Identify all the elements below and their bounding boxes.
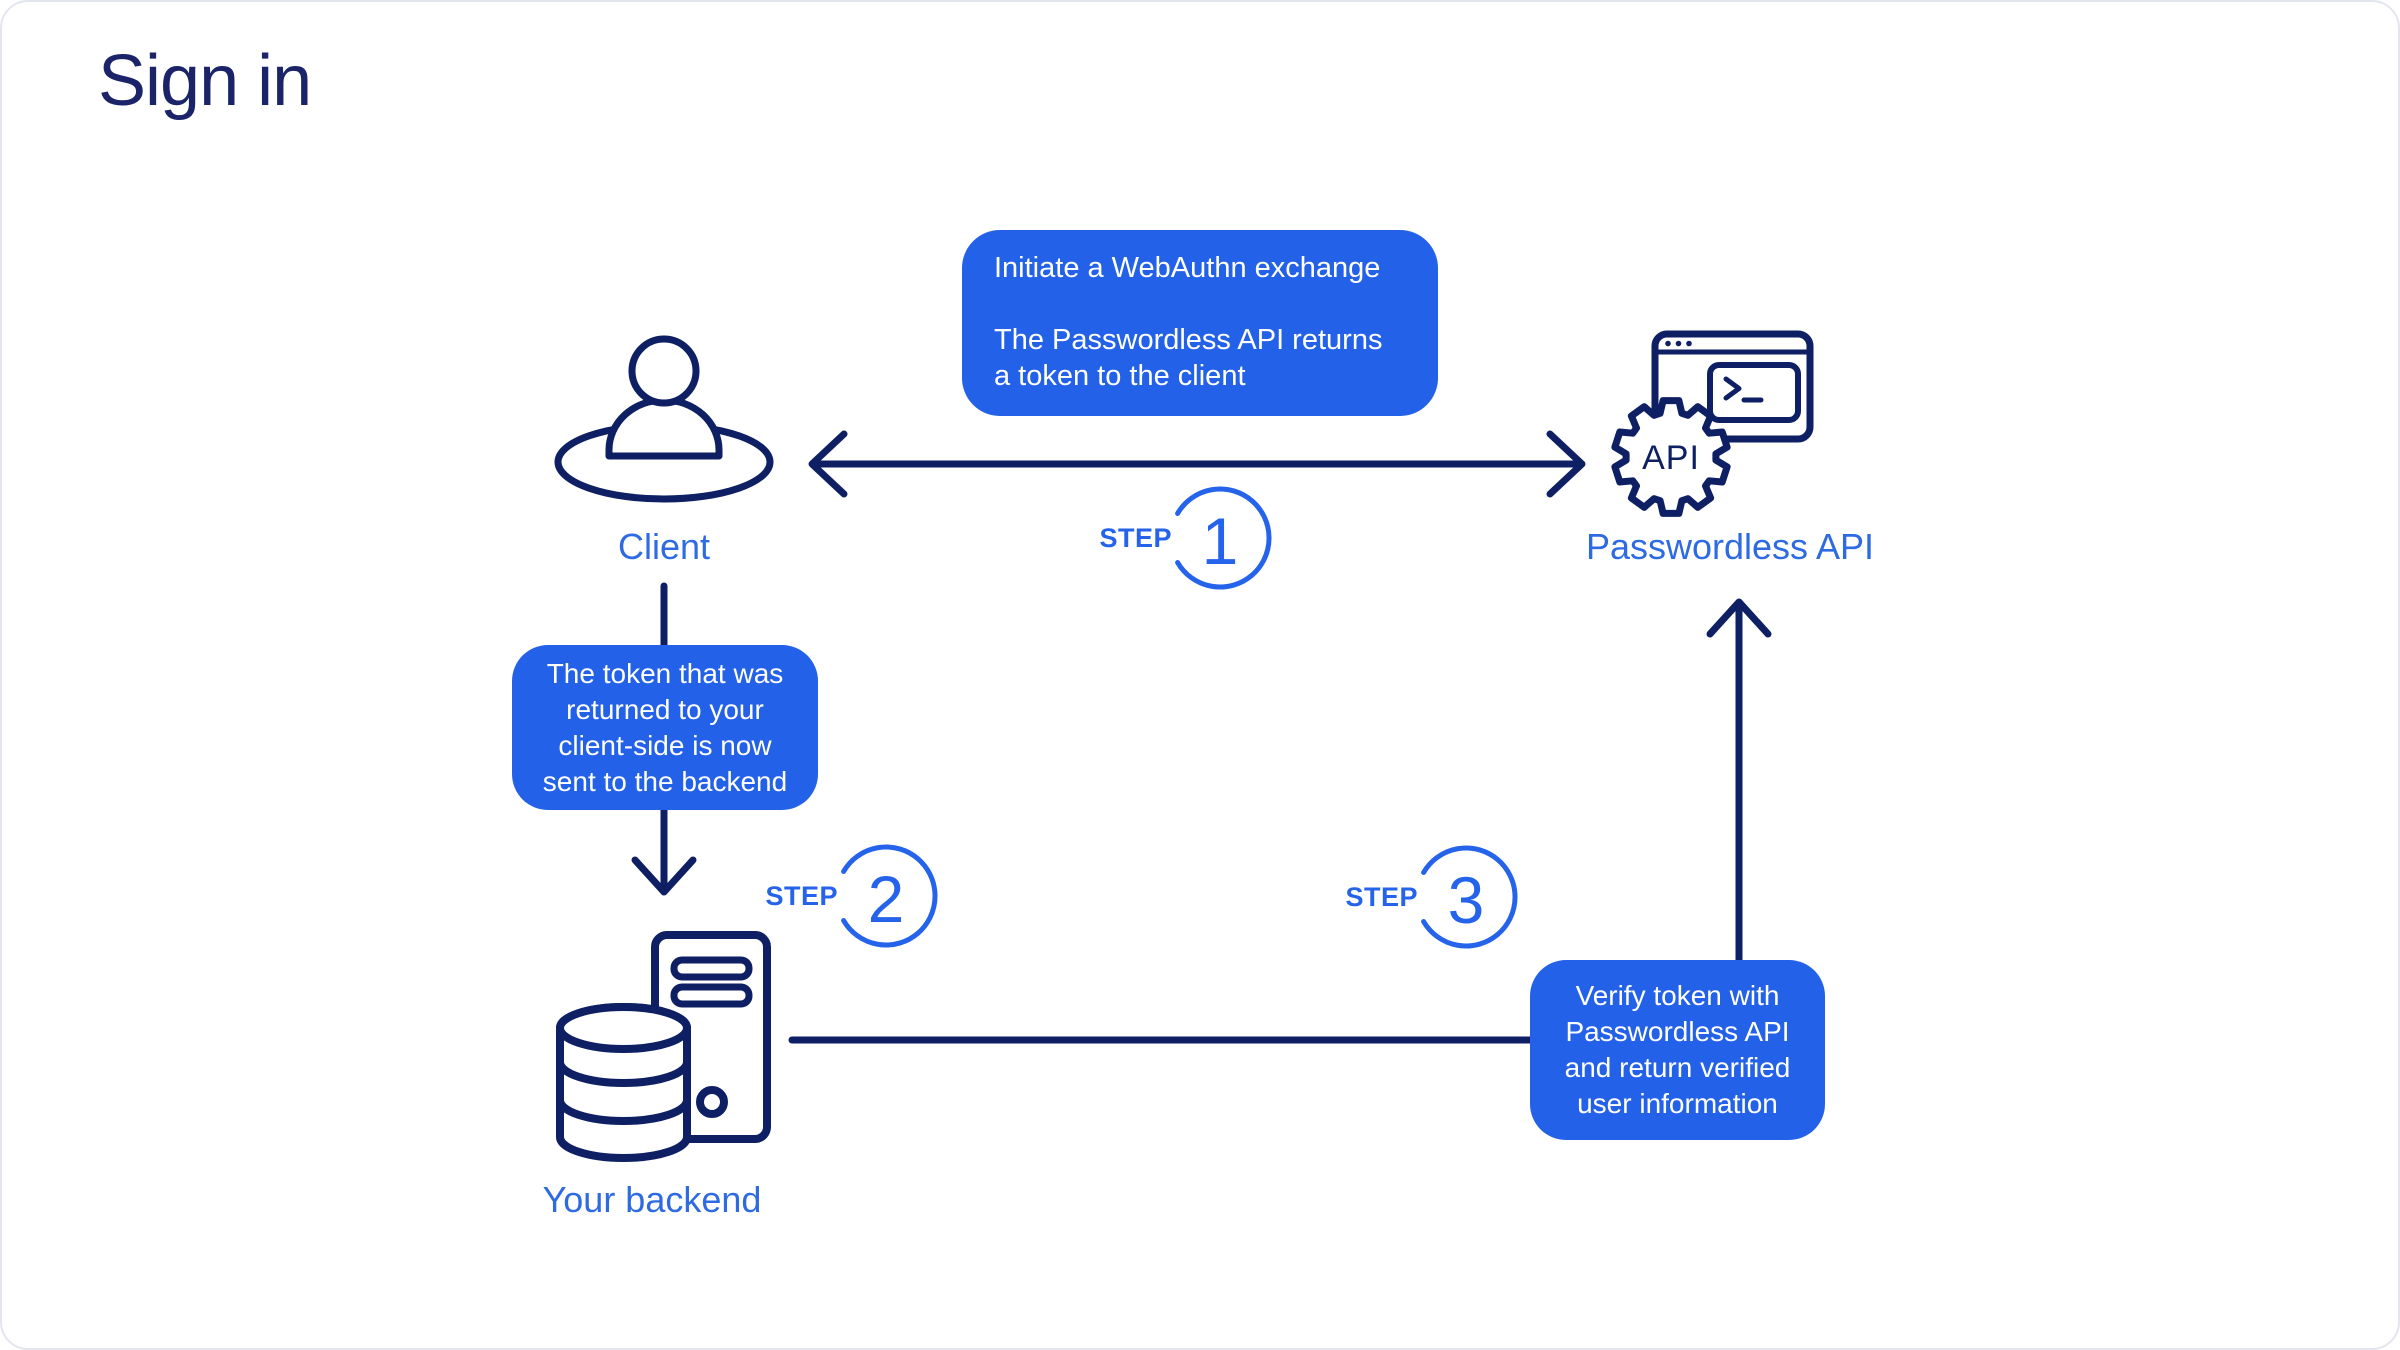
step-2-number: 2 — [868, 862, 905, 936]
api-gear-text: API — [1642, 439, 1700, 477]
database-icon — [556, 1003, 691, 1162]
client-user-icon — [554, 335, 774, 503]
step-2-badge: STEP 2 — [765, 844, 938, 948]
step-1-word: STEP — [1099, 523, 1172, 553]
api-gear-icon — [1611, 397, 1731, 517]
terminal-icon — [1707, 362, 1801, 423]
passwordless-api-label: Passwordless API — [1585, 526, 1875, 567]
arrow-client-api — [808, 430, 1586, 498]
passwordless-api-icon: API — [1611, 330, 1814, 517]
callout-webauthn-exchange: Initiate a WebAuthn exchange The Passwor… — [962, 230, 1438, 416]
backend-server-icon — [556, 931, 771, 1162]
step-3-word: STEP — [1345, 882, 1418, 912]
step-3-badge: STEP 3 — [1345, 845, 1518, 949]
step-1-number: 1 — [1202, 504, 1239, 578]
client-label: Client — [617, 526, 711, 567]
callout-token-to-backend: The token that was returned to your clie… — [512, 645, 818, 810]
backend-label: Your backend — [542, 1179, 762, 1220]
step-1-badge: STEP 1 — [1099, 486, 1272, 590]
callout-verify-token: Verify token with Passwordless API and r… — [1530, 960, 1825, 1140]
client-head — [628, 335, 700, 407]
step-2-word: STEP — [765, 881, 838, 911]
client-body — [605, 396, 723, 460]
step-3-number: 3 — [1448, 863, 1485, 937]
page-title: Sign in — [98, 41, 312, 121]
